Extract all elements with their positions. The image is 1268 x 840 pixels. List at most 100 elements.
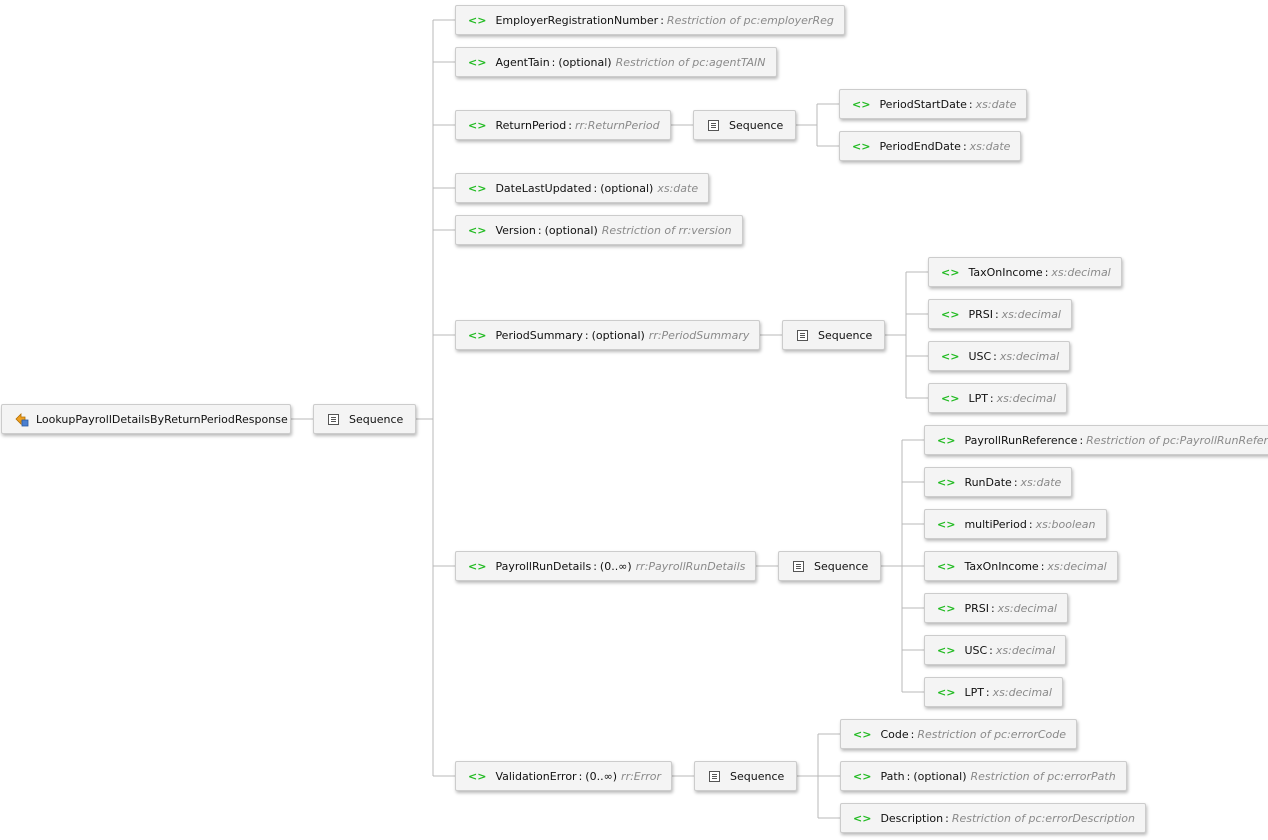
element-type: xs:decimal <box>1051 265 1111 279</box>
name-separator: : <box>660 13 664 27</box>
element-name: USC <box>968 349 992 363</box>
element-cardinality: (optional) <box>600 181 654 195</box>
element-name: PayrollRunDetails <box>495 559 592 573</box>
element-name: Description <box>880 811 944 825</box>
name-separator: : <box>990 601 995 615</box>
name-separator: : <box>568 118 572 132</box>
name-separator: : <box>1079 433 1084 447</box>
element-name: ReturnPeriod <box>495 118 567 132</box>
element-cardinality: (optional) <box>913 769 967 783</box>
element-icon: <> <box>937 685 956 699</box>
element-name: ValidationError <box>495 769 577 783</box>
element-icon: <> <box>937 433 956 447</box>
name-separator: : <box>985 685 990 699</box>
sequence-label: Sequence <box>349 412 404 426</box>
sequence-node-main[interactable]: Sequence <box>313 404 417 434</box>
element-node-periodstartdate[interactable]: <>PeriodStartDate:xs:date <box>839 89 1028 119</box>
element-node-periodenddate[interactable]: <>PeriodEndDate:xs:date <box>839 131 1022 161</box>
element-node-version[interactable]: <>Version:(optional)Restriction of rr:ve… <box>455 215 743 245</box>
element-type: Restriction of pc:errorCode <box>917 727 1067 741</box>
sequence-icon <box>328 413 339 425</box>
name-separator: : <box>537 223 542 237</box>
element-node-taxonincome[interactable]: <>TaxOnIncome:xs:decimal <box>924 551 1118 581</box>
element-icon: <> <box>852 139 871 153</box>
element-type: Restriction of pc:errorDescription <box>951 811 1136 825</box>
element-name: TaxOnIncome <box>968 265 1043 279</box>
element-name: Path <box>880 769 905 783</box>
element-node-datelastupdated[interactable]: <>DateLastUpdated:(optional)xs:date <box>455 173 710 203</box>
element-icon: <> <box>941 349 960 363</box>
name-separator: : <box>1044 265 1049 279</box>
element-node-periodsummary[interactable]: <>PeriodSummary:(optional)rr:PeriodSumma… <box>455 320 761 350</box>
element-type: xs:decimal <box>992 685 1052 699</box>
element-name: PRSI <box>968 307 993 321</box>
element-type: xs:decimal <box>997 601 1057 615</box>
name-separator: : <box>593 181 598 195</box>
name-separator: : <box>962 139 967 153</box>
element-icon: <> <box>937 643 956 657</box>
element-node-validationerror[interactable]: <>ValidationError:(0..∞)rr:Error <box>455 761 673 791</box>
element-node-rundate[interactable]: <>RunDate:xs:date <box>924 467 1073 497</box>
element-node-prsi[interactable]: <> PRSI:xs:decimal <box>928 299 1072 329</box>
element-type: Restriction of rr:version <box>601 223 732 237</box>
sequence-icon <box>793 560 804 572</box>
name-separator: : <box>578 769 583 783</box>
sequence-label: Sequence <box>814 559 869 573</box>
element-icon: <> <box>468 55 487 69</box>
element-type: Restriction of pc:employerReg <box>666 13 834 27</box>
element-name: TaxOnIncome <box>964 559 1039 573</box>
element-node-code[interactable]: <>Code:Restriction of pc:errorCode <box>840 719 1078 749</box>
element-node-prsi[interactable]: <> PRSI:xs:decimal <box>924 593 1068 623</box>
root-element-node[interactable]: LookupPayrollDetailsByReturnPeriodRespon… <box>1 404 291 434</box>
element-name: PeriodEndDate <box>879 139 961 153</box>
element-node-description[interactable]: <>Description:Restriction of pc:errorDes… <box>840 803 1147 833</box>
element-icon: <> <box>853 727 872 741</box>
element-icon: <> <box>937 475 956 489</box>
element-node-lpt[interactable]: <>LPT:xs:decimal <box>928 383 1067 413</box>
element-type: xs:decimal <box>1001 307 1061 321</box>
element-name: LPT <box>968 391 988 405</box>
name-separator: : <box>994 307 999 321</box>
element-node-usc[interactable]: <>USC:xs:decimal <box>928 341 1071 371</box>
element-type: xs:boolean <box>1035 517 1096 531</box>
element-icon: <> <box>468 223 487 237</box>
element-icon: <> <box>468 118 487 132</box>
name-separator: : <box>584 328 589 342</box>
name-separator: : <box>989 643 993 657</box>
element-type: xs:date <box>657 181 699 195</box>
element-node-returnperiod[interactable]: <> ReturnPeriod:rr:ReturnPeriod <box>455 110 671 140</box>
element-icon: <> <box>937 559 956 573</box>
name-separator: : <box>993 349 997 363</box>
sequence-node-returnperiod[interactable]: Sequence <box>693 110 797 140</box>
element-name: PeriodStartDate <box>879 97 967 111</box>
element-cardinality: (0..∞) <box>599 559 632 573</box>
sequence-node-validationerror[interactable]: Sequence <box>694 761 798 791</box>
element-type: Restriction of pc:PayrollRunReference <box>1086 433 1268 447</box>
element-name: RunDate <box>964 475 1012 489</box>
element-node-usc[interactable]: <>USC:xs:decimal <box>924 635 1067 665</box>
element-node-lpt[interactable]: <>LPT:xs:decimal <box>924 677 1063 707</box>
element-node-multiperiod[interactable]: <>multiPeriod:xs:boolean <box>924 509 1107 539</box>
root-element-icon <box>14 412 29 427</box>
element-node-payrollrunreference[interactable]: <>PayrollRunReference:Restriction of pc:… <box>924 425 1268 455</box>
element-icon: <> <box>468 181 487 195</box>
element-icon: <> <box>937 601 956 615</box>
name-separator: : <box>593 559 597 573</box>
sequence-node-periodsummary[interactable]: Sequence <box>782 320 886 350</box>
element-name: Version <box>495 223 536 237</box>
element-name: PRSI <box>964 601 989 615</box>
root-element-label: LookupPayrollDetailsByReturnPeriodRespon… <box>36 412 288 426</box>
element-icon: <> <box>941 307 960 321</box>
element-node-taxonincome[interactable]: <>TaxOnIncome:xs:decimal <box>928 257 1122 287</box>
sequence-label: Sequence <box>818 328 873 342</box>
element-node-employerregistrationnumber[interactable]: <>EmployerRegistrationNumber:Restriction… <box>455 5 845 35</box>
name-separator: : <box>1028 517 1033 531</box>
element-node-path[interactable]: <>Path:(optional)Restriction of pc:error… <box>840 761 1127 791</box>
element-icon: <> <box>468 328 487 342</box>
element-node-payrollrundetails[interactable]: <>PayrollRunDetails:(0..∞)rr:PayrollRunD… <box>455 551 757 581</box>
name-separator: : <box>551 55 556 69</box>
element-type: rr:ReturnPeriod <box>574 118 660 132</box>
element-node-agenttain[interactable]: <>AgentTain:(optional)Restriction of pc:… <box>455 47 777 77</box>
name-separator: : <box>968 97 973 111</box>
sequence-node-payrollrundetails[interactable]: Sequence <box>778 551 882 581</box>
